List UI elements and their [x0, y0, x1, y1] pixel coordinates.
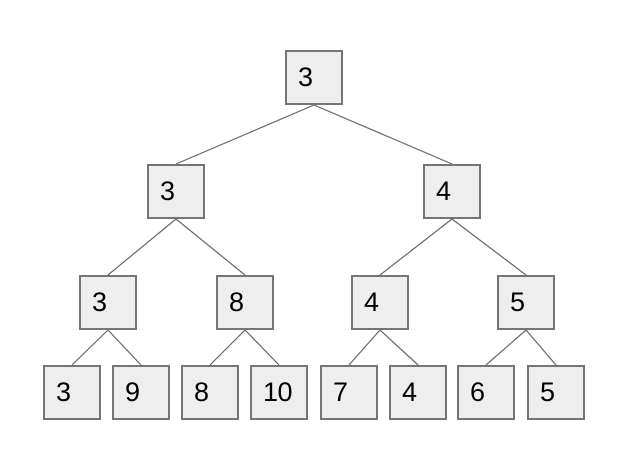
- tree-node: 10: [250, 365, 308, 420]
- tree-node: 3: [43, 365, 101, 420]
- tree-edge: [451, 218, 527, 276]
- tree-node-value: 4: [364, 287, 379, 317]
- tree-node-value: 4: [436, 176, 451, 206]
- tree-node: 5: [497, 275, 555, 330]
- tree-node: 3: [79, 275, 137, 330]
- tree-edge: [379, 329, 419, 366]
- tree-edge: [348, 329, 381, 366]
- tree-node: 4: [389, 365, 447, 420]
- tree-node: 5: [527, 365, 585, 420]
- tree-edge: [107, 329, 142, 366]
- tree-node-value: 5: [540, 377, 555, 407]
- tree-node: 7: [320, 365, 378, 420]
- tree-node-value: 6: [470, 377, 485, 407]
- tree-edge: [175, 104, 315, 165]
- tree-node: 4: [351, 275, 409, 330]
- tree-node-value: 7: [333, 377, 348, 407]
- tree-node: 8: [216, 275, 274, 330]
- tree-node-value: 9: [125, 377, 140, 407]
- tree-edge: [485, 329, 527, 366]
- tree-node: 9: [112, 365, 170, 420]
- tree-edge: [175, 218, 246, 276]
- tree-node-value: 4: [402, 377, 417, 407]
- tree-edge: [244, 329, 280, 366]
- tree-edge: [525, 329, 557, 366]
- tree-node: 3: [285, 50, 343, 105]
- tree-edge: [313, 104, 453, 165]
- tree-edge: [71, 329, 109, 366]
- tree-node-value: 3: [92, 287, 107, 317]
- tree-node-value: 5: [510, 287, 525, 317]
- tree-node-value: 10: [263, 377, 293, 407]
- tree-node: 6: [457, 365, 515, 420]
- tree-node-value: 8: [229, 287, 244, 317]
- tree-edge: [107, 218, 177, 276]
- tree-node-value: 3: [298, 62, 313, 92]
- tree-node-value: 3: [160, 176, 175, 206]
- tree-node: 3: [147, 164, 205, 219]
- tree-node: 8: [181, 365, 239, 420]
- tree-node-value: 8: [194, 377, 209, 407]
- tree-edge: [209, 329, 246, 366]
- tree-node-value: 3: [56, 377, 71, 407]
- tree-node: 4: [423, 164, 481, 219]
- tree-edge: [379, 218, 453, 276]
